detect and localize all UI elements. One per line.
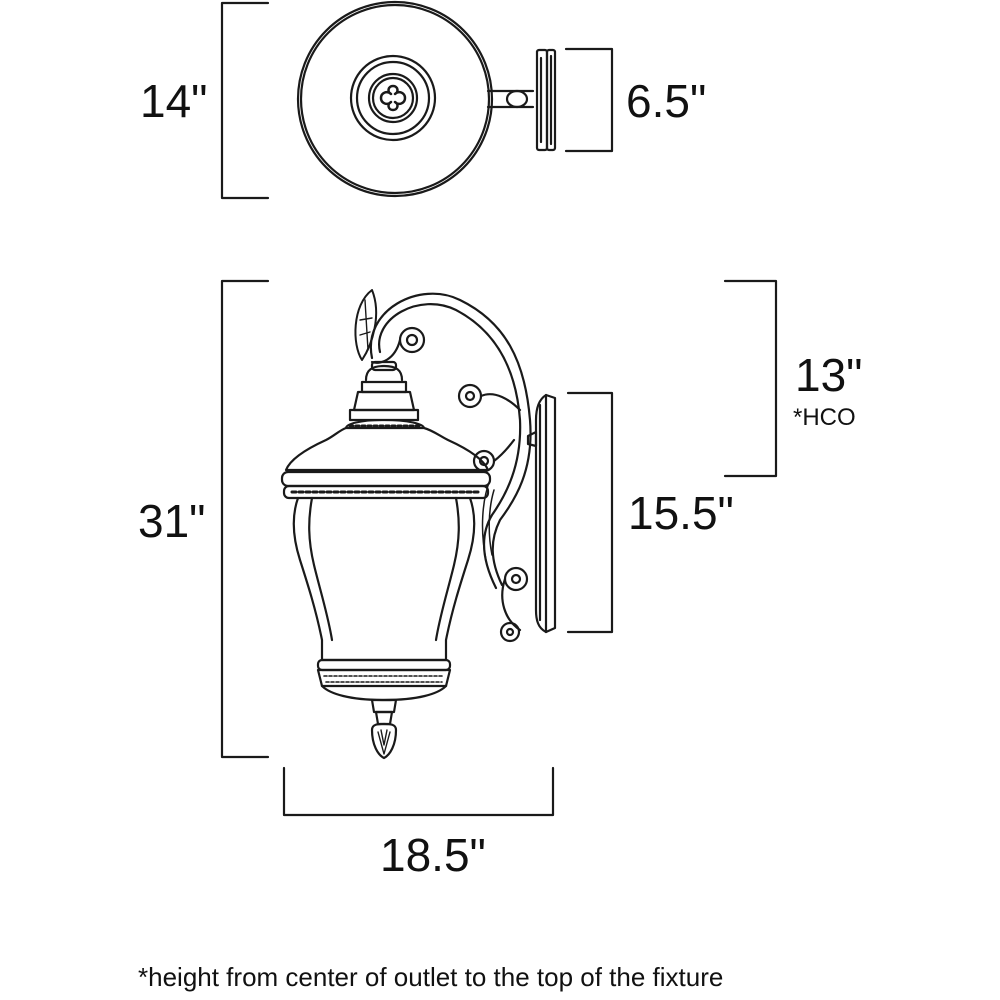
side-view — [220, 279, 778, 817]
dimension-31: 31" — [138, 495, 206, 547]
footnote: *height from center of outlet to the top… — [138, 962, 724, 992]
dimension-15-5: 15.5" — [628, 487, 734, 539]
lantern-band — [280, 470, 492, 488]
lantern-finial — [364, 364, 404, 382]
lantern-cap — [284, 426, 490, 472]
leaf-ornament — [354, 289, 378, 361]
backplate — [544, 393, 557, 634]
dimension-14: 14" — [140, 75, 208, 127]
dimension-13: 13" — [795, 349, 863, 401]
top-depth-bracket — [564, 47, 614, 153]
top-view-outer-circle — [296, 0, 494, 198]
top-view — [220, 0, 614, 200]
scroll-arm — [369, 292, 532, 587]
rosette-icon — [379, 84, 407, 112]
lantern-bottom-band — [316, 658, 452, 672]
backplate-height-bracket — [566, 391, 614, 634]
top-view-arm — [486, 89, 535, 109]
hco-note: *HCO — [793, 404, 856, 431]
scroll-curl — [457, 383, 483, 409]
top-height-bracket — [220, 1, 270, 200]
lantern-glass — [292, 496, 476, 662]
top-view-center-ring — [349, 54, 437, 142]
overall-width-bracket — [282, 766, 555, 817]
bottom-finial — [370, 698, 398, 714]
dimension-6-5: 6.5" — [626, 75, 707, 127]
overall-height-bracket — [220, 279, 270, 759]
hco-bracket — [723, 279, 778, 478]
dimension-18-5: 18.5" — [380, 829, 486, 881]
